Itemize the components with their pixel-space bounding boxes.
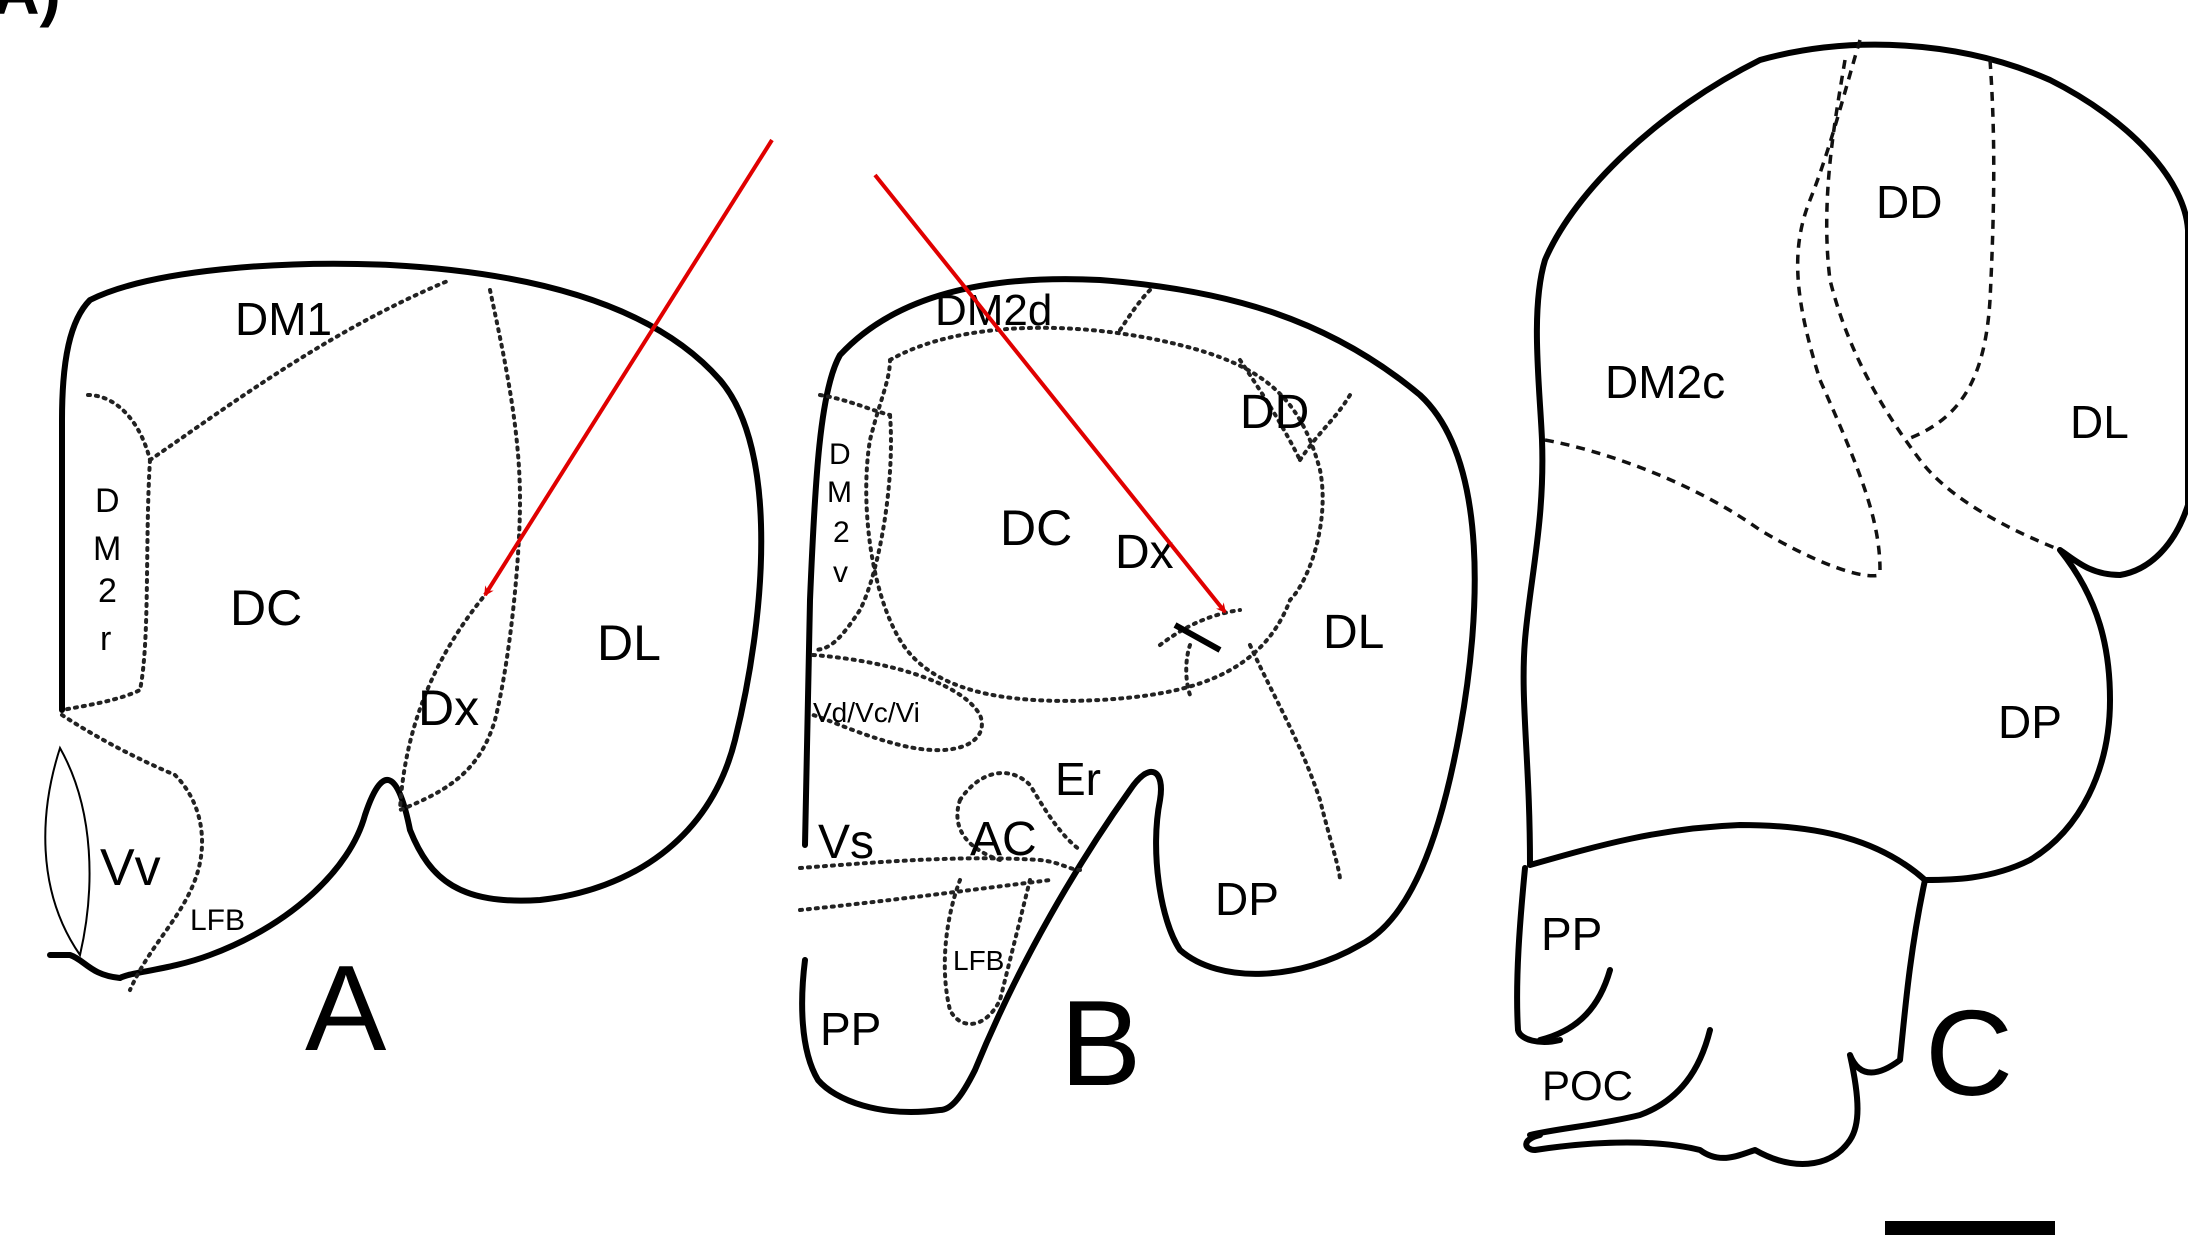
panel-letter-c: C (1925, 985, 2013, 1121)
region-label: AC (970, 813, 1037, 866)
panel-b-dd-boundary (1238, 358, 1352, 462)
region-label: Dx (418, 680, 479, 736)
region-label: PP (1541, 908, 1602, 960)
region-label: DM2c (1605, 356, 1725, 408)
region-label: DC (1000, 500, 1072, 556)
panel-c: DD DM2c DL DP PP POC C (1514, 39, 2188, 1235)
panel-c-dd-boundary-left (1795, 39, 1882, 571)
panel-c-dd-boundary-mid (1825, 59, 2061, 552)
region-label: DD (1240, 386, 1309, 439)
arrow-to-dx-panel-b (873, 173, 1227, 614)
region-label: DC (230, 580, 302, 636)
panel-letter-b: B (1060, 975, 1141, 1111)
region-label: DP (1215, 873, 1279, 925)
region-label: Vv (100, 839, 161, 897)
region-label: Vd/Vc/Vi (813, 697, 920, 728)
region-label: DD (1876, 176, 1942, 228)
panel-b-vs-boundary (798, 856, 1082, 912)
arrow-to-dx-panel-a (483, 138, 774, 597)
panel-b-dm2d-boundary (1118, 288, 1152, 332)
panel-b-outline (799, 276, 1478, 1115)
region-label: 2 (98, 572, 117, 610)
panel-c-pp-curve (1537, 967, 1613, 1043)
region-label: DL (2070, 396, 2129, 448)
panel-a-dm2r-boundary (60, 458, 152, 712)
panel-b-dc-boundary (864, 325, 1325, 703)
panel-a-dm1-boundary (86, 278, 452, 462)
panel-c-dd-boundary-right (1904, 59, 1996, 442)
region-label: M (93, 530, 121, 568)
figure-corner-label: (A) (0, 0, 61, 28)
panel-a: DM1 D M 2 r DC Dx DL Vv LFB A (44, 260, 765, 1076)
region-label: DM2d (935, 286, 1052, 335)
panel-a-vv-boundary (60, 713, 204, 992)
region-label: DL (1323, 606, 1384, 659)
panel-a-dx-boundary (397, 288, 523, 814)
region-label: LFB (190, 904, 245, 937)
region-label: M (827, 476, 852, 509)
region-label: 2 (833, 516, 850, 549)
panel-b-dm2v-boundary (811, 393, 893, 652)
region-label: Vs (818, 816, 874, 869)
region-label: DL (597, 615, 661, 671)
region-label: v (833, 556, 848, 589)
panel-letter-a: A (305, 940, 387, 1076)
region-label: POC (1542, 1062, 1633, 1109)
panel-a-outline (47, 260, 765, 981)
region-label: D (95, 482, 120, 520)
region-label: DM1 (235, 293, 332, 345)
panel-b-dx-tick (1173, 622, 1222, 653)
region-label: Er (1055, 753, 1101, 805)
panel-c-dm2c-boundary (1544, 438, 1881, 578)
panel-b-lfb-boundary (942, 878, 1032, 1026)
panel-a-ventricle-sliver (44, 745, 91, 958)
region-label: DP (1998, 696, 2062, 748)
panel-b-vd-boundary (811, 653, 984, 753)
panel-b-dl-boundary (1248, 643, 1342, 882)
region-label: PP (820, 1003, 881, 1055)
panel-b-dx-boundary (1158, 608, 1242, 697)
panel-b: DM2d DD D M 2 v DC Dx DL Vd/Vc/Vi Er Vs … (798, 276, 1478, 1115)
region-label: D (829, 438, 851, 471)
region-label: LFB (953, 945, 1004, 976)
panel-c-poc-curve (1527, 1027, 1713, 1138)
region-label: r (100, 620, 111, 658)
